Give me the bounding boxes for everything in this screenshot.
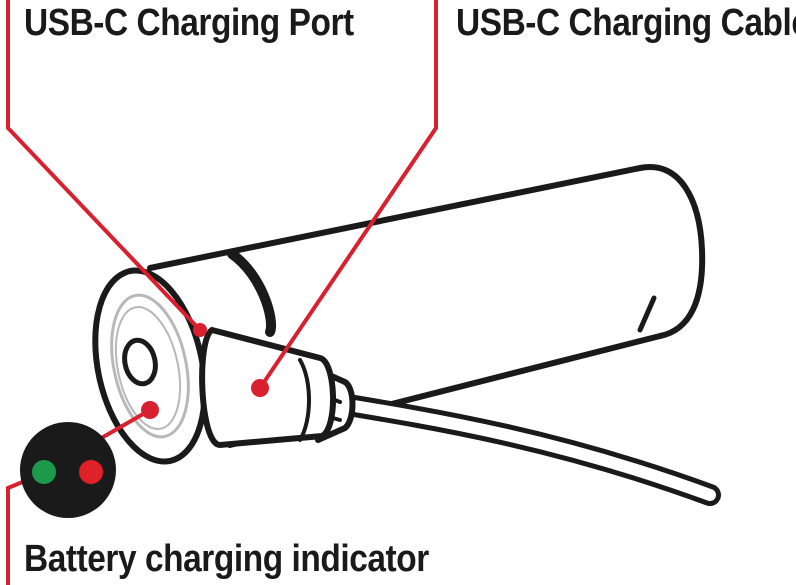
callout-line-port <box>6 0 202 332</box>
battery-seam <box>637 295 657 333</box>
led-green <box>32 460 56 484</box>
callout-dots <box>141 323 269 419</box>
label-battery-charging-indicator: Battery charging indicator <box>24 538 429 580</box>
callout-dot-cable <box>251 379 269 397</box>
callout-lines <box>6 0 438 585</box>
label-usb-c-charging-cable: USB-C Charging Cable <box>456 2 796 44</box>
terminal-outer-ring <box>110 293 190 439</box>
led-red <box>79 460 103 484</box>
battery-band <box>227 249 276 337</box>
led-indicator-icon <box>20 422 116 518</box>
battery-terminal <box>110 293 190 439</box>
callout-dot-indicator <box>141 401 159 419</box>
terminal-post <box>122 337 158 387</box>
callout-dot-port <box>193 323 207 337</box>
indicator-bubble <box>20 422 116 518</box>
cable-wire-fill <box>324 396 716 501</box>
cable-connector-edge <box>298 358 311 442</box>
terminal-inner-ring <box>114 306 182 430</box>
label-usb-c-charging-port: USB-C Charging Port <box>24 2 354 44</box>
callout-line-cable <box>258 0 438 390</box>
battery-icon <box>92 163 706 465</box>
